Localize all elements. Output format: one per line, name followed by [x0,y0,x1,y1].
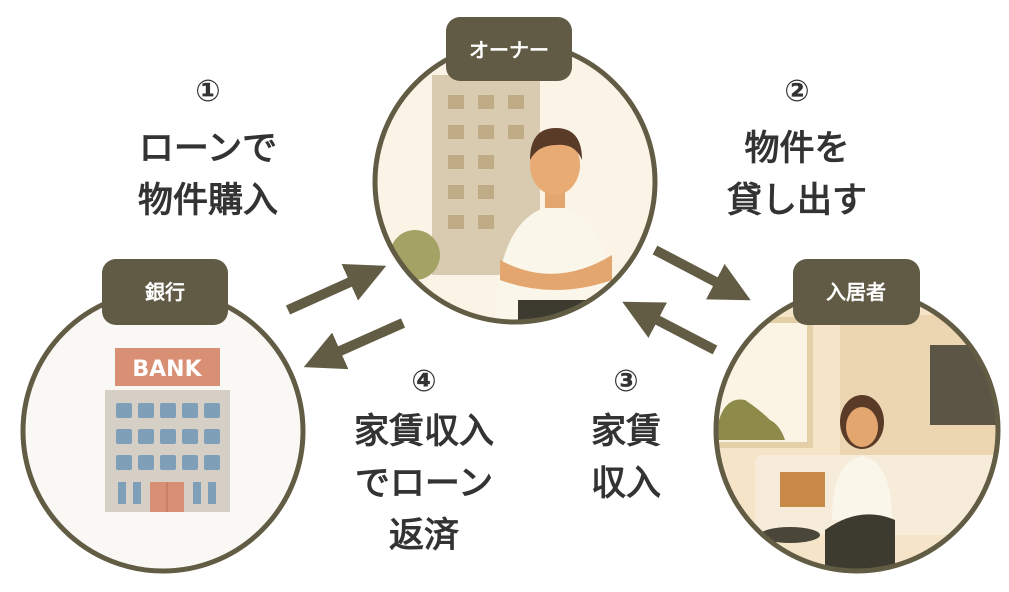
owner-node [372,39,658,325]
step-number: ④ [411,364,436,399]
arrow-bank-to-owner [285,263,387,315]
step-text-line: ローンで [139,129,277,169]
bank-sign-text: BANK [132,357,202,382]
step-text-line: 貸し出す [727,181,867,221]
step-4: ④ 家賃収入 でローン 返済 [354,364,494,556]
bank-label: 銀行 [102,259,228,325]
step-3: ③ 家賃 収入 [591,364,661,504]
step-number: ① [195,74,220,109]
owner-label-text: オーナー [469,38,549,62]
step-number: ② [784,74,809,109]
bank-label-text: 銀行 [145,280,185,304]
step-text-line: 家賃収入 [354,412,494,452]
step-1: ① ローンで 物件購入 [138,74,278,221]
bank-node: BANK [20,288,306,574]
owner-illustration [390,75,615,322]
step-text-line: 家賃 [591,412,661,452]
tenant-illustration [716,315,998,571]
arrow-owner-to-bank [303,318,406,370]
tenant-label-text: 入居者 [826,280,886,304]
owner-label: オーナー [446,17,572,81]
step-text-line: 物件を [744,129,849,169]
arrow-tenant-to-owner [622,301,718,355]
step-number: ③ [613,364,638,399]
step-text-line: 収入 [591,464,661,504]
step-text-line: でローン [355,464,493,504]
tenant-label: 入居者 [793,259,920,325]
arrow-owner-to-tenant [652,245,751,301]
step-2: ② 物件を 貸し出す [727,74,867,221]
step-text-line: 返済 [389,516,460,556]
tenant-node [713,286,1001,574]
bank-building-icon: BANK [105,348,230,512]
step-text-line: 物件購入 [138,181,278,221]
